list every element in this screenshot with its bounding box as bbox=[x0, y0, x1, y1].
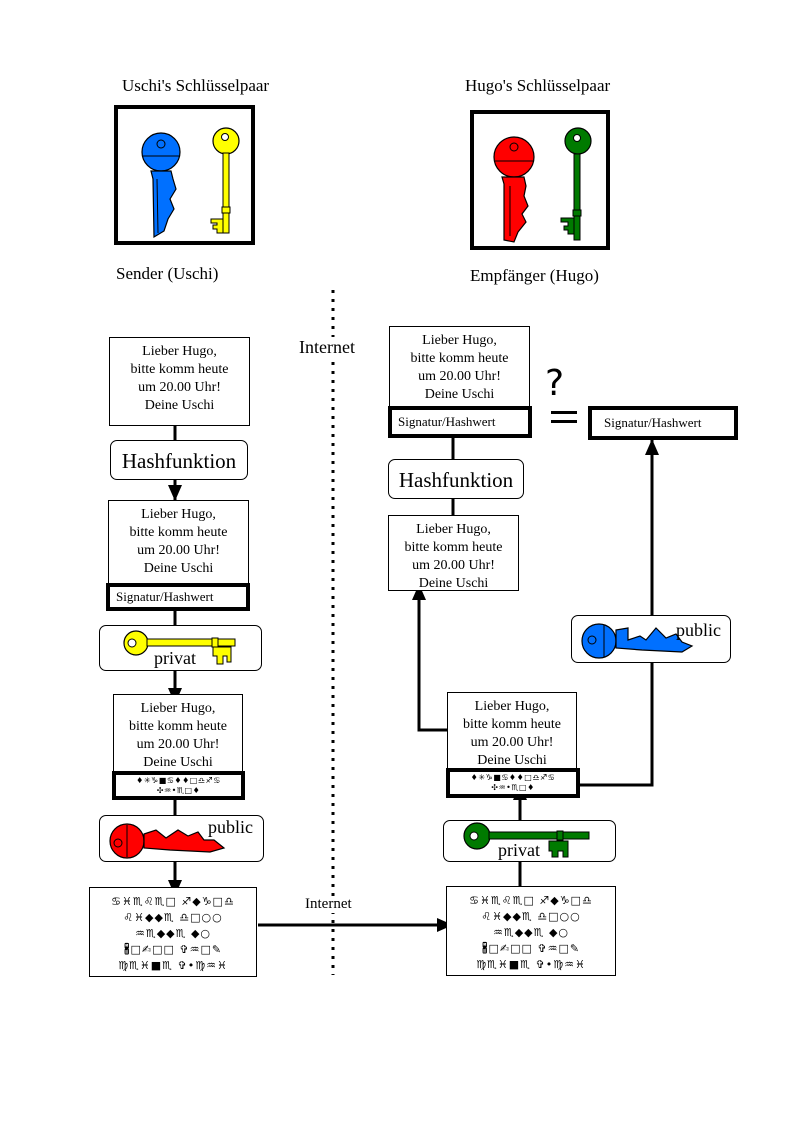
message-line: Deine Uschi bbox=[477, 753, 547, 768]
message-line: um 20.00 Uhr! bbox=[470, 735, 554, 750]
receiver-computed-hash: Signatur/Hashwert bbox=[388, 406, 532, 438]
message-line: Lieber Hugo, bbox=[474, 699, 550, 714]
message-line: bitte komm heute bbox=[410, 351, 509, 366]
internet-transfer-label: Internet bbox=[304, 896, 353, 913]
encrypted-signature-line: ♦✳♑■♋♦♦□♎♐♋ bbox=[470, 773, 556, 782]
receiver-keypair-title: Hugo's Schlüsselpaar bbox=[465, 76, 611, 95]
sender-encrypted-signature: ♦✳♑■♋♦♦□♎♐♋ ✣♒•♏□♦ bbox=[112, 771, 245, 800]
sender-encrypted-message: Lieber Hugo, bitte komm heute um 20.00 U… bbox=[113, 694, 243, 773]
sender-keypair-icon bbox=[141, 127, 240, 239]
receiver-received-message: Lieber Hugo, bitte komm heute um 20.00 U… bbox=[447, 692, 577, 770]
sender-private-label: privat bbox=[154, 648, 196, 668]
sender-message: Lieber Hugo, bitte komm heute um 20.00 U… bbox=[109, 337, 250, 426]
message-line: Lieber Hugo, bbox=[140, 701, 216, 716]
message-line: bitte komm heute bbox=[404, 540, 503, 555]
receiver-public-key-step: public bbox=[571, 615, 731, 663]
message-line: Deine Uschi bbox=[144, 398, 215, 413]
receiver-public-key-icon bbox=[493, 136, 535, 243]
message-line: Deine Uschi bbox=[143, 561, 214, 576]
encrypted-signature-line: ✣♒•♏□♦ bbox=[156, 786, 201, 795]
ciphertext-line: 🖁□✍□□ ✞♒□✎ bbox=[123, 943, 223, 956]
message-line: Deine Uschi bbox=[424, 387, 495, 402]
sender-signed-message: Lieber Hugo, bitte komm heute um 20.00 U… bbox=[108, 500, 249, 584]
encrypted-signature-line: ✣♒•♏□♦ bbox=[491, 783, 535, 792]
message-line: Lieber Hugo, bbox=[141, 507, 216, 522]
receiver-plain-message: Lieber Hugo, bitte komm heute um 20.00 U… bbox=[388, 515, 519, 591]
message-line: um 20.00 Uhr! bbox=[412, 558, 495, 573]
message-line: bitte komm heute bbox=[130, 362, 229, 377]
receiver-private-key-step: privat bbox=[443, 820, 616, 862]
green-private-key-icon bbox=[463, 822, 590, 858]
ciphertext-line: ♋♓♏♌♏□ ♐◆♑□♎ bbox=[469, 894, 593, 907]
ciphertext-line: ♒♏◆◆♏ ◆○ bbox=[492, 926, 570, 939]
sender-hash-function: Hashfunktion bbox=[110, 440, 248, 480]
ciphertext-line: ♍♏♓■♏ ✞•♍♒♓ bbox=[476, 958, 586, 971]
ciphertext-line: ♍♏♓■♏ ✞•♍♒♓ bbox=[118, 959, 228, 972]
sender-private-key-step: privat bbox=[99, 625, 262, 671]
message-line: Deine Uschi bbox=[418, 576, 489, 591]
sender-private-key-icon bbox=[210, 127, 240, 234]
receiver-hash-function: Hashfunktion bbox=[388, 459, 524, 499]
sender-public-key-step: public bbox=[99, 815, 264, 862]
question-mark-icon: ? bbox=[545, 363, 565, 404]
encrypted-signature-line: ♦✳♑■♋♦♦□♎♐♋ bbox=[136, 776, 221, 785]
receiver-message-with-signature: Lieber Hugo, bitte komm heute um 20.00 U… bbox=[389, 326, 530, 408]
ciphertext-line: ♋♓♏♌♏□ ♐◆♑□♎ bbox=[111, 895, 235, 908]
line-enc-to-public bbox=[580, 663, 654, 787]
ciphertext-line: 🖁□✍□□ ✞♒□✎ bbox=[481, 942, 581, 955]
arrow-msg-to-hashinput bbox=[412, 584, 447, 732]
receiver-encrypted-signature: ♦✳♑■♋♦♦□♎♐♋ ✣♒•♏□♦ bbox=[446, 768, 580, 798]
message-line: um 20.00 Uhr! bbox=[136, 737, 220, 752]
sender-keypair-box bbox=[114, 105, 255, 245]
ciphertext-line: ♌♓◆◆♏ ♎□○○ bbox=[481, 910, 581, 923]
message-line: um 20.00 Uhr! bbox=[137, 543, 220, 558]
red-public-key-icon bbox=[109, 823, 226, 859]
internet-label: Internet bbox=[297, 337, 357, 358]
receiver-decrypted-hash: Signatur/Hashwert bbox=[588, 406, 738, 440]
receiver-private-key-icon bbox=[560, 127, 592, 241]
sender-role-label: Sender (Uschi) bbox=[116, 264, 219, 283]
sender-public-key-icon bbox=[141, 132, 181, 239]
sender-ciphertext: ♋♓♏♌♏□ ♐◆♑□♎ ♌♓◆◆♏ ♎□○○ ♒♏◆◆♏ ◆○ 🖁□✍□□ ✞… bbox=[89, 887, 257, 977]
receiver-private-label: privat bbox=[498, 840, 540, 860]
ciphertext-line: ♒♏◆◆♏ ◆○ bbox=[134, 927, 212, 940]
sender-keypair-title: Uschi's Schlüsselpaar bbox=[122, 76, 270, 95]
equals-sign-icon bbox=[551, 410, 577, 424]
message-line: um 20.00 Uhr! bbox=[418, 369, 501, 384]
receiver-ciphertext: ♋♓♏♌♏□ ♐◆♑□♎ ♌♓◆◆♏ ♎□○○ ♒♏◆◆♏ ◆○ 🖁□✍□□ ✞… bbox=[446, 886, 616, 976]
message-line: Lieber Hugo, bbox=[416, 522, 491, 537]
receiver-role-label: Empfänger (Hugo) bbox=[470, 266, 599, 285]
message-line: bitte komm heute bbox=[129, 525, 228, 540]
receiver-keypair-box bbox=[470, 110, 610, 250]
yellow-private-key-icon bbox=[123, 630, 236, 665]
message-line: bitte komm heute bbox=[129, 719, 227, 734]
sender-public-label: public bbox=[208, 817, 253, 837]
sender-signature-hash: Signatur/Hashwert bbox=[106, 583, 250, 611]
blue-public-key-icon bbox=[581, 623, 694, 659]
message-line: bitte komm heute bbox=[463, 717, 561, 732]
message-line: um 20.00 Uhr! bbox=[138, 380, 221, 395]
ciphertext-line: ♌♓◆◆♏ ♎□○○ bbox=[123, 911, 223, 924]
message-line: Lieber Hugo, bbox=[142, 344, 217, 359]
receiver-public-label: public bbox=[676, 620, 721, 640]
receiver-keypair-icon bbox=[493, 127, 592, 243]
message-line: Lieber Hugo, bbox=[422, 333, 497, 348]
message-line: Deine Uschi bbox=[143, 755, 213, 770]
